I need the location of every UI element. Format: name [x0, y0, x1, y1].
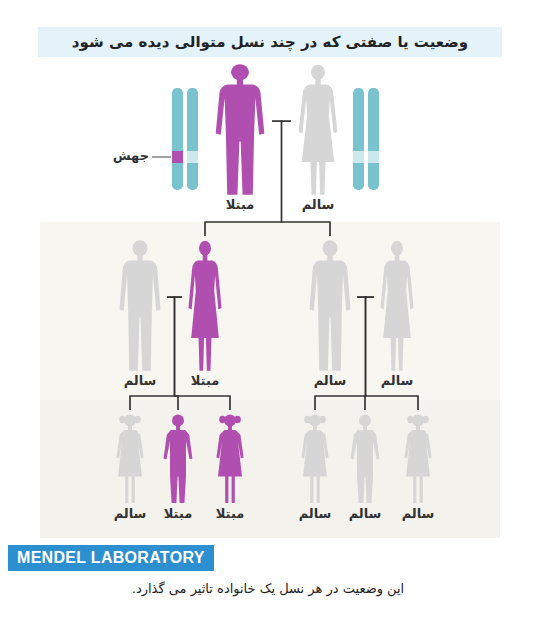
male-figure: [208, 60, 272, 196]
person-node: سالم: [110, 410, 150, 522]
girl-figure: [110, 410, 150, 505]
brand-name: MENDEL LABORATORY: [17, 549, 205, 567]
diagram-caption: این وضعیت در هر نسل یک خانواده تاثیر می …: [0, 581, 536, 596]
leader-line: [152, 157, 171, 158]
generation-band: [40, 400, 500, 538]
title-band: [38, 27, 502, 57]
diagram-title: وضعیت یا صفتی که در چند نسل متوالی دیده …: [38, 27, 502, 57]
person-node: سالم: [345, 410, 385, 522]
female-figure: [182, 236, 228, 372]
status-label: سالم: [124, 372, 157, 389]
status-label: مبتلا: [226, 196, 255, 213]
male-figure: [303, 236, 357, 372]
female-figure: [374, 236, 420, 372]
boy-figure: [345, 410, 385, 505]
person-node: سالم: [374, 236, 420, 389]
person-node: مبتلا: [210, 410, 250, 522]
status-label: سالم: [302, 196, 335, 213]
status-label: سالم: [314, 372, 347, 389]
status-label: سالم: [381, 372, 414, 389]
generation-band: [40, 222, 500, 400]
descent-line: [167, 297, 178, 410]
girl-figure: [398, 410, 438, 505]
person-node: سالم: [291, 60, 345, 213]
boy-figure: [158, 410, 198, 505]
status-label: سالم: [299, 505, 332, 522]
descent-line: [357, 297, 366, 410]
girl-figure: [210, 410, 250, 505]
mutation-band: [172, 151, 183, 163]
girl-figure: [295, 410, 335, 505]
status-label: مبتلا: [191, 372, 220, 389]
male-figure: [113, 236, 167, 372]
person-node: مبتلا: [208, 60, 272, 213]
person-node: سالم: [295, 410, 335, 522]
status-label: مبتلا: [164, 505, 193, 522]
person-node: مبتلا: [158, 410, 198, 522]
person-node: سالم: [303, 236, 357, 389]
status-label: سالم: [349, 505, 382, 522]
person-node: مبتلا: [182, 236, 228, 389]
brand-badge: MENDEL LABORATORY: [8, 545, 214, 571]
status-label: سالم: [402, 505, 435, 522]
status-label: سالم: [114, 505, 147, 522]
female-figure: [291, 60, 345, 196]
status-label: مبتلا: [216, 505, 245, 522]
descent-line: [365, 297, 374, 410]
chromosome-pair: [172, 88, 198, 190]
descent-line: [175, 297, 183, 410]
person-node: سالم: [398, 410, 438, 522]
mutation-label: جهش: [113, 148, 149, 163]
person-node: سالم: [113, 236, 167, 389]
chromosome-pair: [353, 88, 379, 190]
